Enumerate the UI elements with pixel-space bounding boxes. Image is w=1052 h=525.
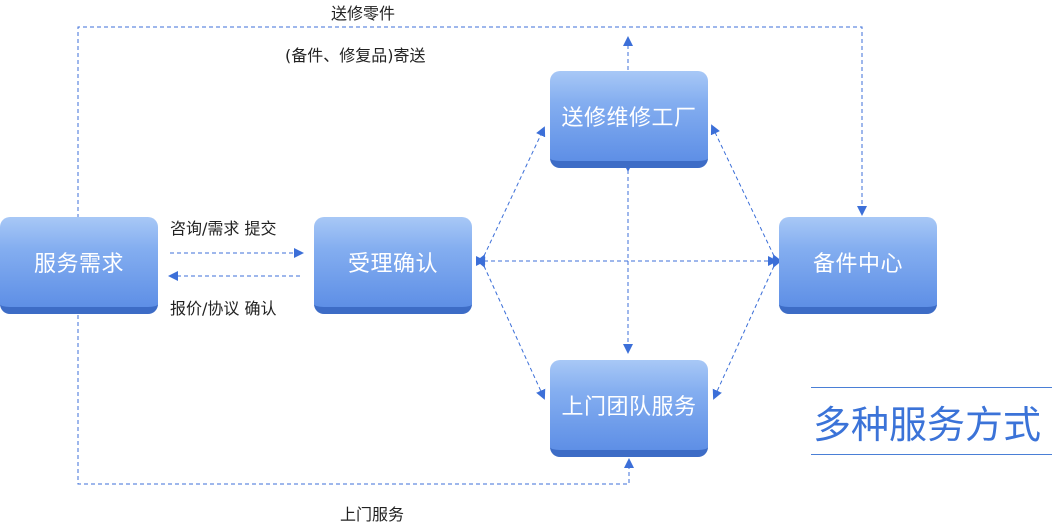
accept-confirm-node[interactable]: 受理确认 (314, 217, 472, 314)
consult-label: 咨询/需求 提交 (170, 219, 277, 238)
parts-onsite-link (712, 256, 782, 400)
onsite-team-node[interactable]: 上门团队服务 (550, 360, 708, 457)
parts-repair-link (710, 124, 782, 266)
accept-repair-link (476, 126, 546, 266)
onsite-service-line (77, 315, 634, 485)
service-demand-node[interactable]: 服务需求 (0, 217, 158, 314)
send-parts-label: 送修零件 (331, 4, 396, 23)
send-parts-line (77, 26, 867, 218)
onsite-service-label: 上门服务 (340, 505, 405, 524)
repair-factory-node[interactable]: 送修维修工厂 (550, 71, 708, 168)
parts-center-node[interactable]: 备件中心 (779, 217, 937, 314)
mail-parts-label: (备件、修复品)寄送 (285, 46, 426, 65)
accept-onsite-link (476, 256, 546, 400)
quote-label: 报价/协议 确认 (170, 299, 277, 318)
service-modes-title: 多种服务方式 (811, 387, 1052, 455)
